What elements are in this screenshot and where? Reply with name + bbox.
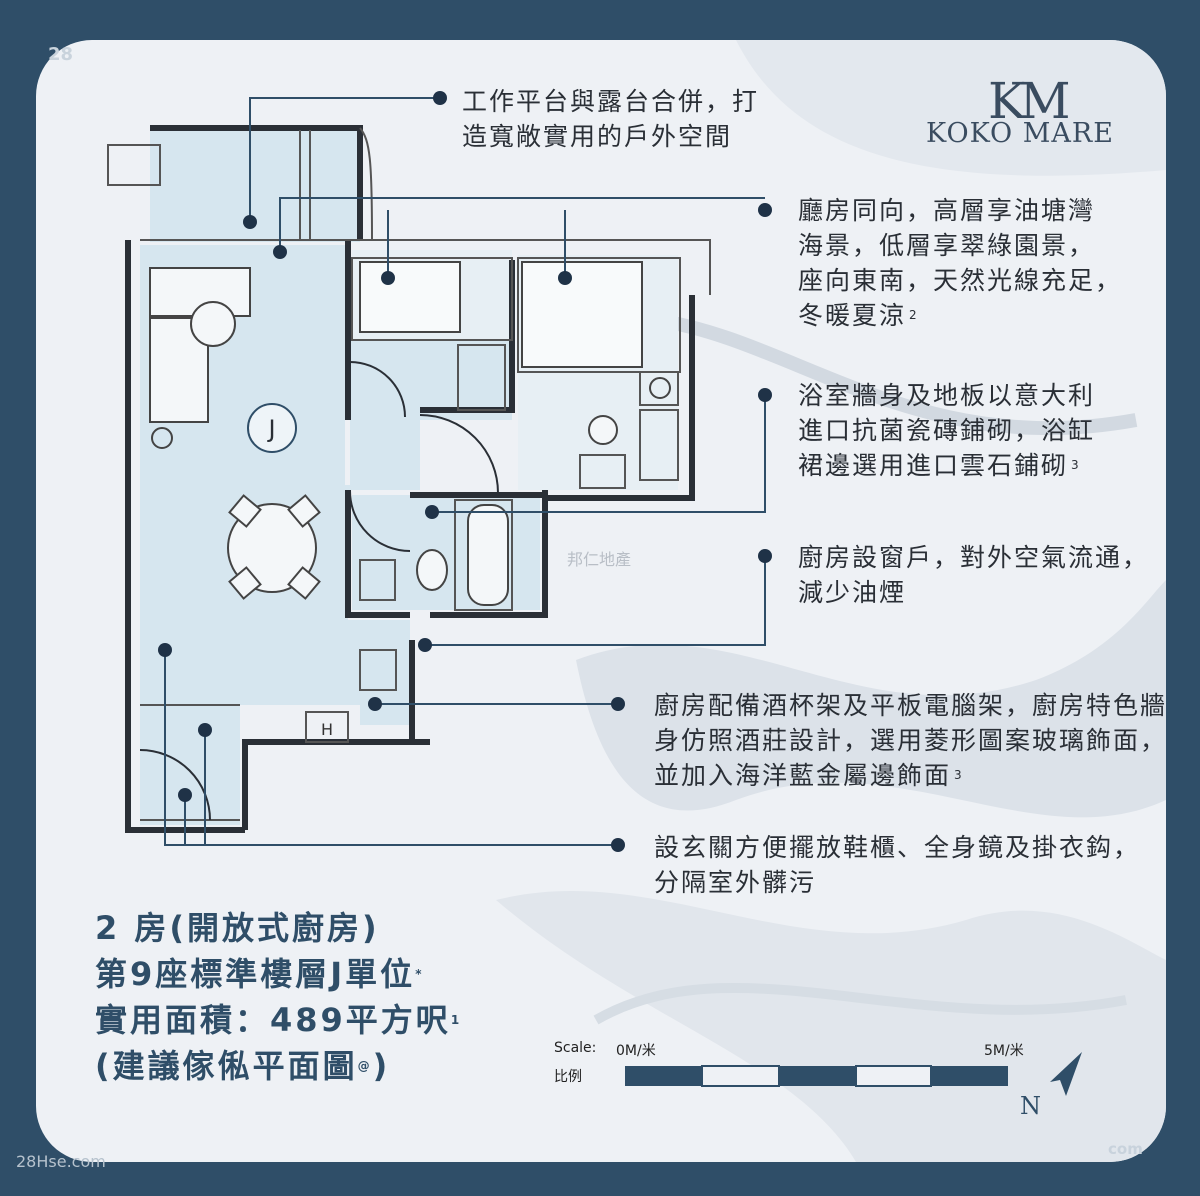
watermark-bottom-left: 28Hse.com bbox=[16, 1152, 106, 1171]
room-label: J bbox=[266, 415, 275, 443]
scale-end: 5M/米 bbox=[984, 1043, 1024, 1059]
unit-note: (建議傢俬平面圖@) bbox=[95, 1047, 391, 1085]
unit-area: 實用面積：489平方呎1 bbox=[95, 1001, 463, 1039]
note-foyer: 設玄關方便擺放鞋櫃、全身鏡及掛衣鈎， 分隔室外髒污 bbox=[654, 833, 1141, 897]
scale-label: Scale: bbox=[554, 1040, 597, 1056]
floor-plan-drawing: J H bbox=[107, 91, 1082, 1096]
room-marker bbox=[247, 403, 297, 453]
north-arrow-icon bbox=[1050, 1052, 1082, 1096]
marble-background bbox=[496, 40, 1166, 1162]
watermark-top-left: 28 bbox=[48, 44, 74, 65]
north-label: N bbox=[1020, 1092, 1041, 1120]
scale-label-zh: 比例 bbox=[554, 1069, 582, 1085]
unit-location: 第9座標準樓層J單位* bbox=[95, 955, 425, 993]
note-kitchen-window: 廚房設窗戶，對外空氣流通， 減少油煙 bbox=[798, 543, 1150, 607]
thin-walls bbox=[107, 127, 711, 821]
scale-start: 0M/米 bbox=[616, 1043, 656, 1059]
unit-type: 2 房(開放式廚房) bbox=[95, 909, 380, 947]
note-view: 廳房同向，高層享油塘灣 海景，低層享翠綠園景， 座向東南，天然光線充足， 冬暖夏… bbox=[798, 196, 1123, 330]
furniture bbox=[149, 261, 671, 606]
note-balcony: 工作平台與露台合併，打 造寬敞實用的戶外空間 bbox=[462, 87, 760, 151]
door-swings bbox=[139, 361, 499, 821]
callout-lines bbox=[164, 97, 766, 846]
callout-dots bbox=[158, 91, 772, 852]
logo-name: KOKO MARE bbox=[926, 118, 1114, 149]
agent-watermark: 邦仁地產 bbox=[567, 550, 632, 569]
note-kitchen-rack: 廚房配備酒杯架及平板電腦架，廚房特色牆 身仿照酒莊設計，選用菱形圖案玻璃飾面， … bbox=[654, 691, 1168, 790]
watermark-bottom-right: com bbox=[1108, 1140, 1143, 1158]
floor-plan-card: J H bbox=[36, 40, 1166, 1162]
scale-bar bbox=[625, 1065, 1008, 1087]
logo-mark: KM bbox=[988, 72, 1071, 130]
appliance-label: H bbox=[321, 720, 333, 739]
unit-info: 2 房(開放式廚房) 第9座標準樓層J單位* 實用面積：489平方呎1 (建議傢… bbox=[95, 905, 462, 1089]
